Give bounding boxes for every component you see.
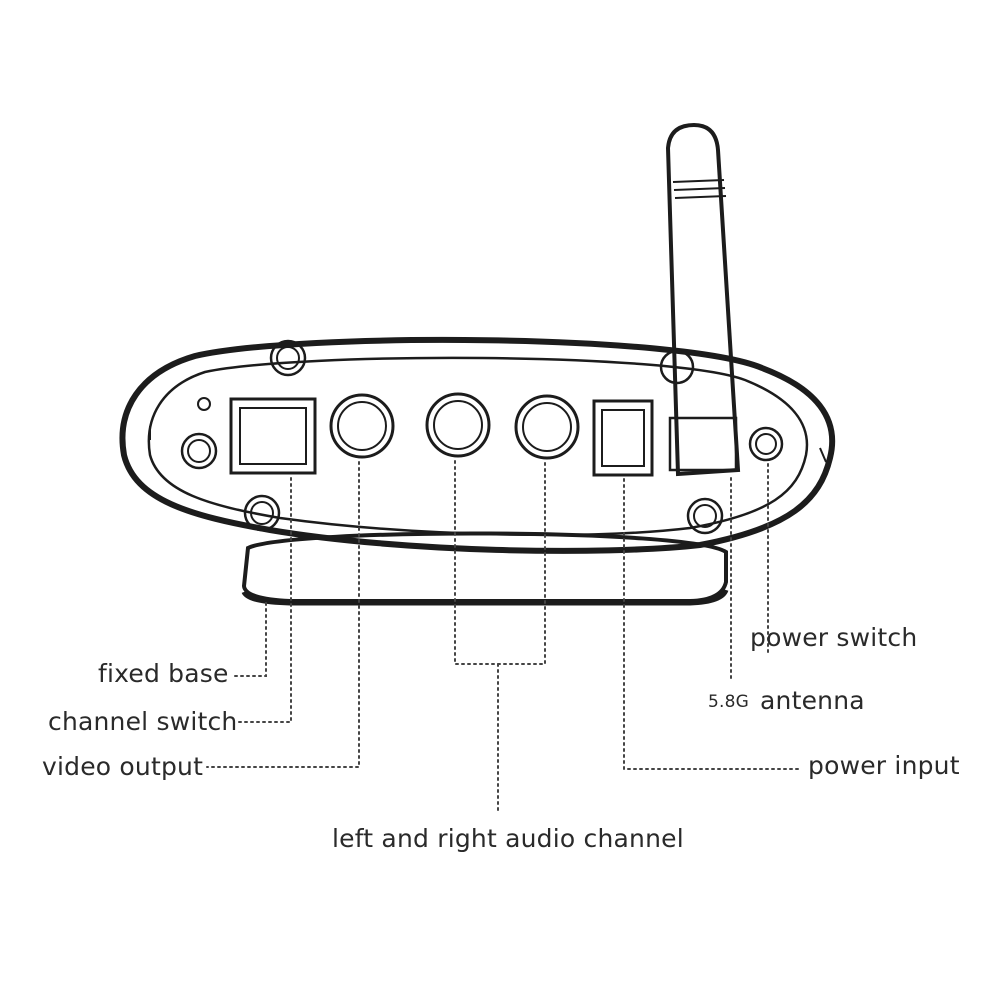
fixed-base-shape <box>241 531 729 606</box>
channel-switch-port <box>229 397 317 475</box>
label-audio-channel: left and right audio channel <box>332 824 684 853</box>
audio-right-jack <box>514 394 580 460</box>
video-output-jack <box>329 393 395 459</box>
label-channel-switch: channel switch <box>48 707 238 736</box>
antenna-5-8g <box>665 122 741 477</box>
label-antenna: antenna <box>760 686 865 715</box>
receiver-body <box>119 336 836 554</box>
power-input-port <box>592 399 654 477</box>
mounting-screws <box>180 339 724 535</box>
label-fixed-base: fixed base <box>98 659 229 688</box>
audio-left-jack <box>425 392 491 458</box>
power-switch-button <box>748 426 784 462</box>
label-power-input: power input <box>808 751 960 780</box>
leader-lines <box>206 460 801 813</box>
label-antenna-prefix: 5.8G <box>708 692 750 712</box>
label-power-switch: power switch <box>750 623 918 652</box>
label-video-output: video output <box>42 752 204 781</box>
